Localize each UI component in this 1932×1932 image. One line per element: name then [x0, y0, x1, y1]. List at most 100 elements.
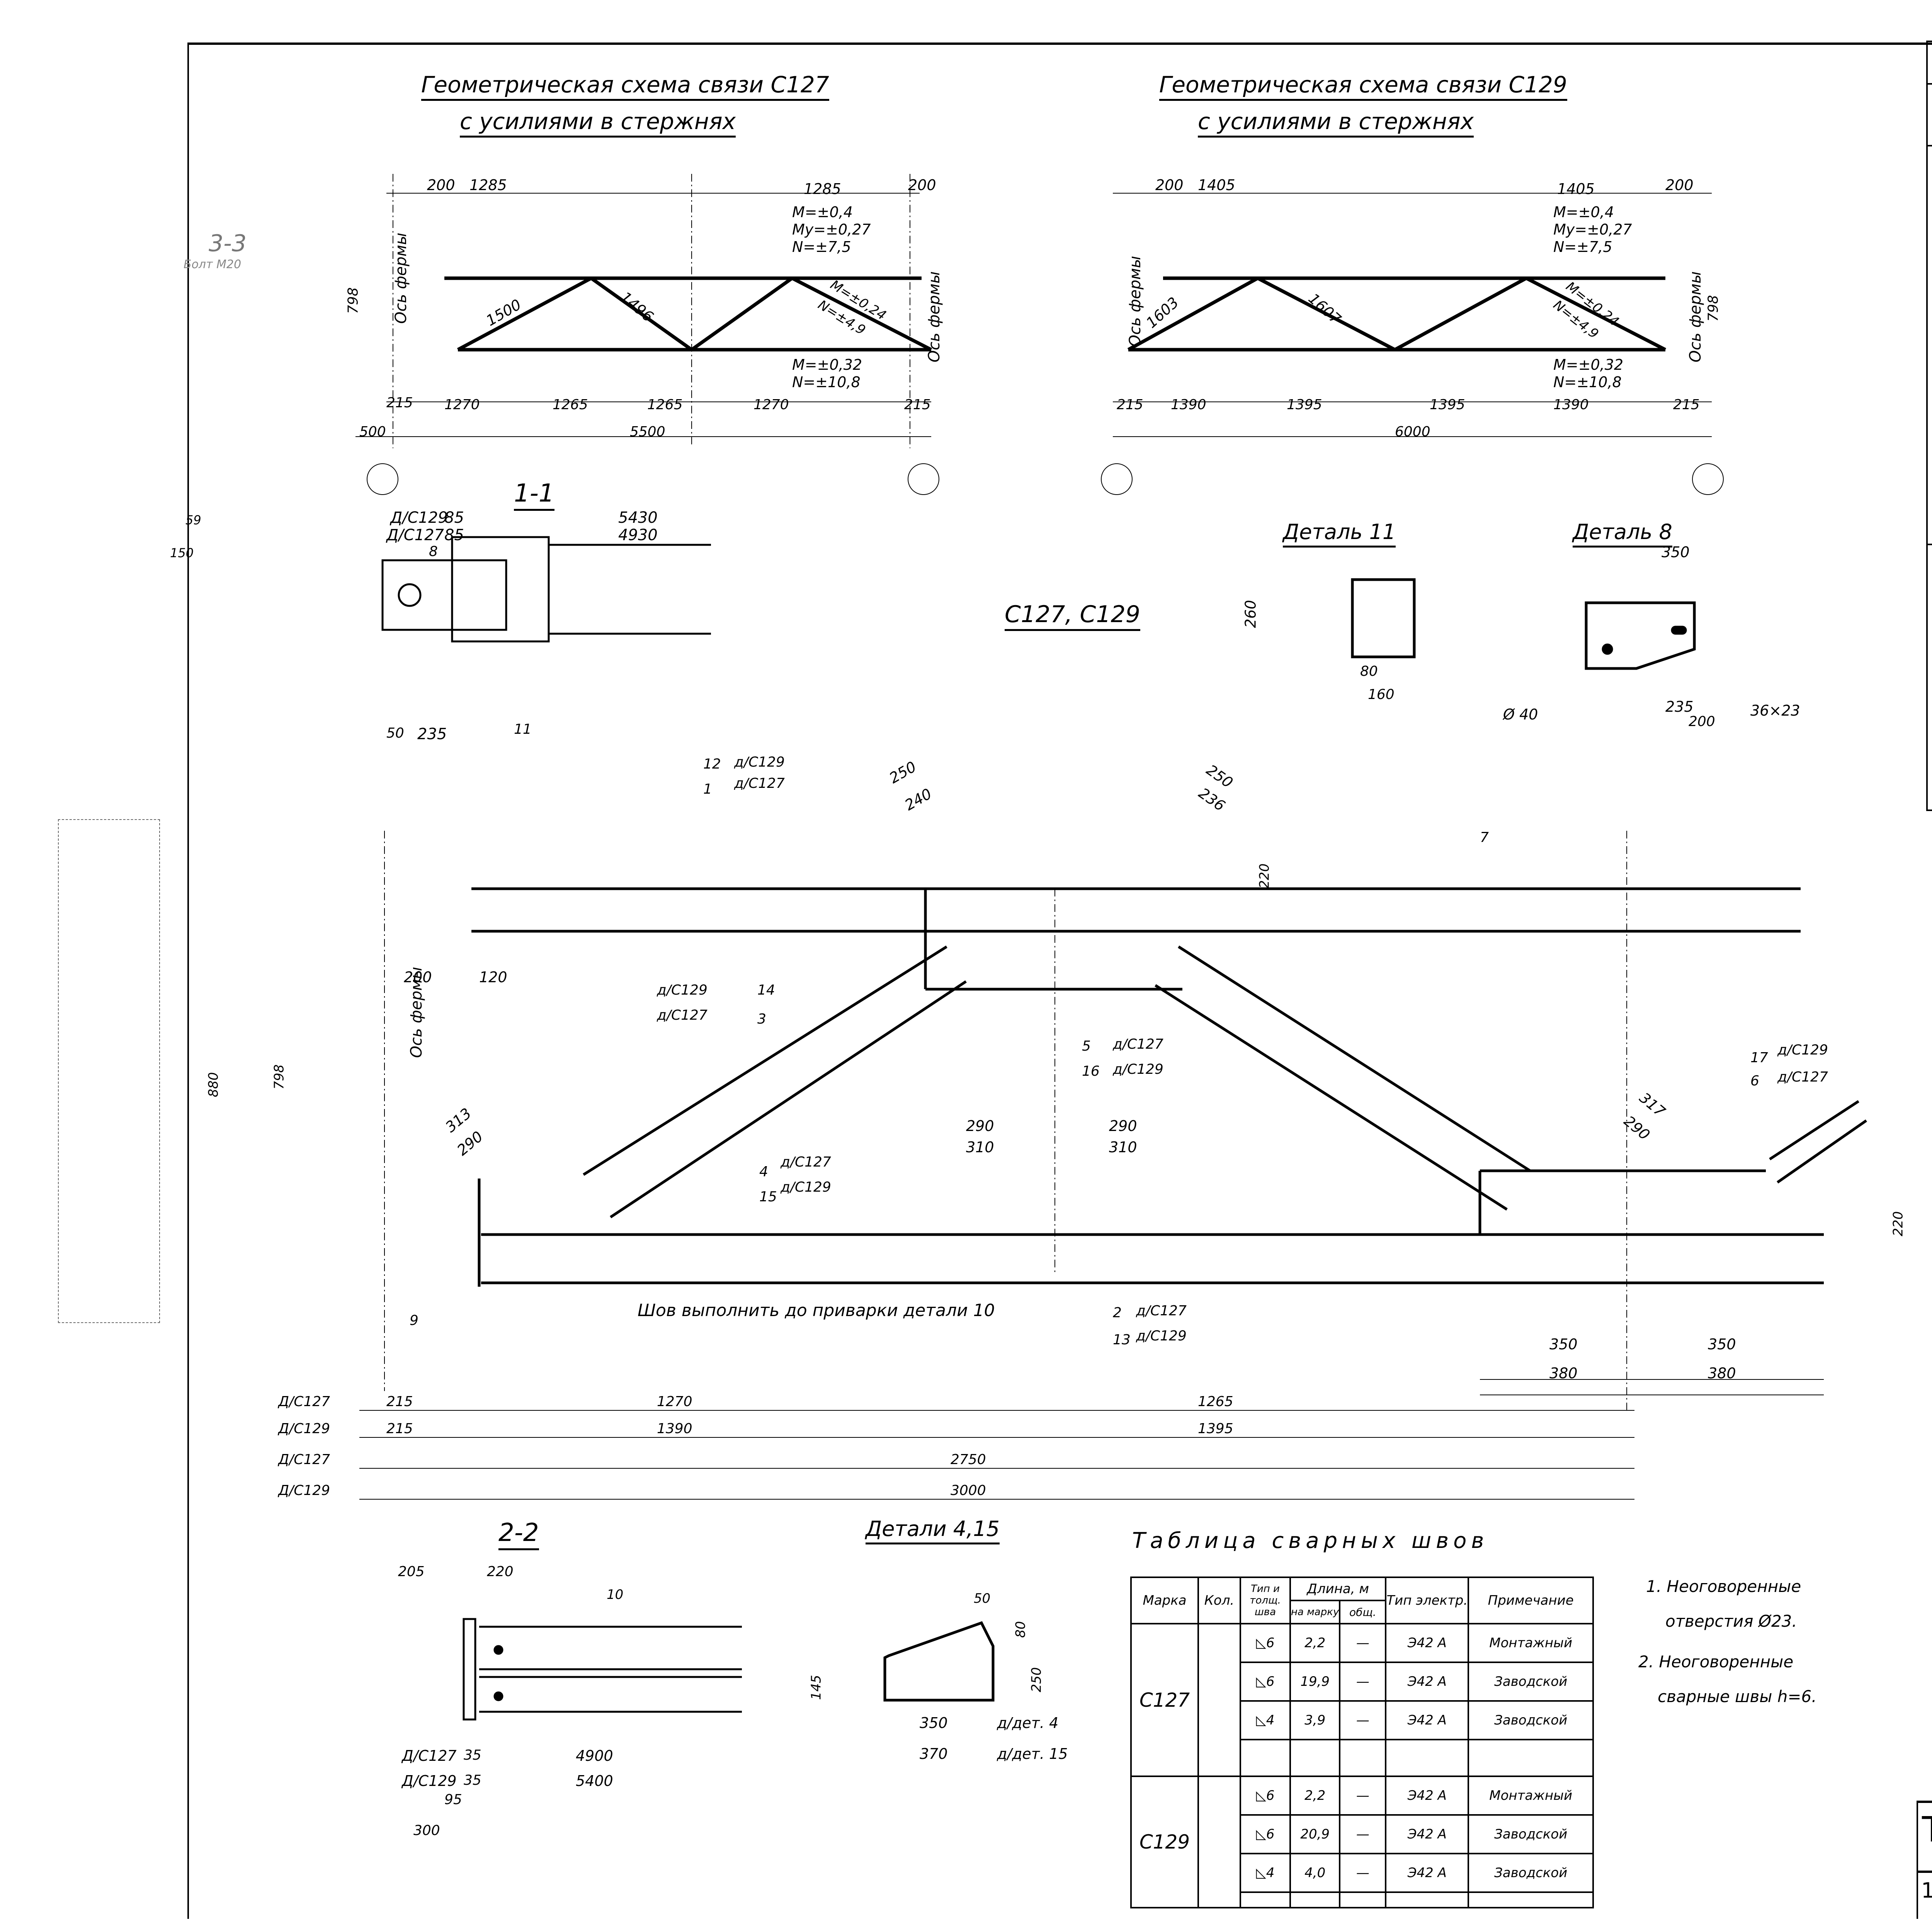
weld-total: —: [1339, 1814, 1387, 1854]
main-dim: 380: [1549, 1365, 1578, 1382]
welds-mark: С129: [1130, 1776, 1199, 1908]
scheme-c127-subtitle: с усилиями в стержнях: [460, 110, 736, 138]
scheme-c129-dim: 215: [1673, 397, 1700, 413]
detail-8-label: Деталь 8: [1573, 522, 1672, 548]
details-4-15-plate: [883, 1621, 995, 1702]
weld-type: ◺4: [1240, 1700, 1291, 1740]
weld-note: Монтажный: [1468, 1623, 1594, 1663]
weld-total: —: [1339, 1853, 1387, 1893]
section-1-1-dim: 4930: [618, 526, 658, 544]
section-2-2-mark: Д/С129: [402, 1772, 457, 1789]
table-row: ◺6 19,9 — Э42 А Заводской: [1131, 1662, 1594, 1702]
section-2-2-label: 2-2: [498, 1520, 539, 1550]
section-2-2-mark: Д/С127: [402, 1747, 457, 1764]
scheme-c127-dim: 200: [908, 177, 936, 194]
scheme-c129-dim: 1395: [1287, 397, 1322, 413]
main-dim: 310: [1109, 1139, 1137, 1156]
table-row: С129 ◺6 2,2 — Э42 А Монтажный: [1130, 1776, 1594, 1908]
org-cell: ТК 1977: [1917, 1803, 1932, 1919]
note-line: 1. Неоговоренные: [1646, 1577, 1801, 1596]
weld-total: —: [1339, 1623, 1387, 1663]
details-4-15-ref: д/дет. 15: [997, 1745, 1068, 1762]
callout-14-label: д/С129: [657, 982, 707, 998]
weld-type: ◺6: [1240, 1776, 1291, 1816]
main-vert-dim: 220: [1257, 863, 1272, 889]
section-2-2-dim: 205: [398, 1564, 425, 1580]
scheme-c127-force: N=±7,5: [792, 238, 851, 255]
weld-note: Заводской: [1468, 1853, 1594, 1893]
scheme-c129-dim: 1390: [1553, 397, 1589, 413]
section-1-1-dim: 235: [417, 725, 447, 743]
chain-dim: 2750: [951, 1452, 986, 1468]
callout-17-label: д/С129: [1777, 1042, 1828, 1058]
table-row: [1131, 1891, 1594, 1908]
welds-header-length: Длина, м: [1289, 1577, 1387, 1601]
welds-mark: С127: [1130, 1623, 1199, 1777]
truss-axis-label: Ось фермы: [1686, 271, 1704, 362]
weld-electrode: Э42 А: [1385, 1623, 1469, 1663]
scheme-c127-dim: 215: [904, 397, 931, 413]
detail-8-plate: [1585, 601, 1696, 670]
welds-header-total: общ.: [1339, 1600, 1387, 1624]
callout-5-label: д/С127: [1113, 1036, 1163, 1052]
scheme-c129-subtitle: с усилиями в стержнях: [1198, 110, 1474, 138]
callout-16: 16: [1082, 1063, 1100, 1079]
section-1-1-mark: Д/С127: [386, 526, 444, 544]
detail-8-slot: 36×23: [1750, 702, 1800, 719]
callout-5: 5: [1082, 1038, 1091, 1054]
section-2-2-dim: 4900: [576, 1747, 613, 1764]
callout-13: 13: [1113, 1332, 1131, 1348]
table-row: [1131, 1739, 1594, 1777]
table-row: С127 ◺6 2,2 — Э42 А Монтажный: [1130, 1623, 1594, 1777]
main-view-label: С127, С129: [1005, 603, 1140, 631]
scheme-c129-overall: 6000: [1395, 424, 1430, 440]
callout-12: 12: [703, 756, 721, 772]
callout-15: 15: [759, 1189, 777, 1205]
scheme-c129-truss: [1127, 276, 1667, 352]
scheme-c129-dim: 1405: [1557, 180, 1595, 197]
scheme-c127-title: Геометрическая схема связи С127: [421, 73, 829, 101]
scheme-c127-dim: 200: [427, 177, 455, 194]
callout-8: 8: [429, 544, 438, 560]
section-2-2-dim: 220: [487, 1564, 514, 1580]
spec-body: С1271L 90×851002–55,61113642L 90×849702–…: [1926, 145, 1932, 811]
scheme-c127-offset: 500: [359, 424, 386, 440]
callout-4: 4: [759, 1164, 768, 1180]
weld-note: Заводской: [1468, 1814, 1594, 1854]
section-3-3-note: Болт М20: [184, 258, 242, 271]
weld-type: ◺4: [1240, 1853, 1291, 1893]
callout-4-label: д/С127: [781, 1154, 831, 1170]
section-2-2-dim: 5400: [576, 1772, 613, 1789]
main-dim: 350: [1549, 1336, 1578, 1353]
weld-length: 3,9: [1289, 1700, 1341, 1740]
callout-1-label: д/С127: [734, 776, 785, 791]
section-1-1-label: 1-1: [514, 481, 554, 511]
scheme-c129-height: 798: [1705, 295, 1721, 322]
weld-length: 20,9: [1289, 1814, 1341, 1854]
scheme-c127-dim: 1285: [804, 180, 841, 197]
scheme-c129-dim: 1395: [1430, 397, 1465, 413]
callout-6: 6: [1750, 1073, 1759, 1089]
detail-11-dim: 160: [1368, 687, 1395, 702]
scheme-c129-force: M=±0,32: [1553, 356, 1624, 373]
scheme-c127-force: M=±0,32: [792, 356, 862, 373]
weld-electrode: Э42 А: [1385, 1700, 1469, 1740]
weld-instruction-note: Шов выполнить до приварки детали 10: [638, 1301, 995, 1320]
spec-group-mark: С127: [1926, 145, 1932, 545]
section-1-1-mark: Д/С129: [390, 509, 448, 527]
weld-note: Заводской: [1468, 1662, 1594, 1702]
scheme-c129-dim: 215: [1117, 397, 1143, 413]
weld-type: ◺6: [1240, 1623, 1291, 1663]
chain-mark: Д/С127: [278, 1452, 330, 1468]
callout-17: 17: [1750, 1050, 1768, 1066]
weld-note: Монтажный: [1468, 1776, 1594, 1816]
weld-electrode: Э42 А: [1385, 1776, 1469, 1816]
details-4-15-ref: д/дет. 4: [997, 1714, 1059, 1731]
detail-11-label: Деталь 11: [1283, 522, 1396, 548]
scheme-c127-force: My=±0,27: [792, 221, 871, 238]
truss-axis-label: Ось фермы: [392, 233, 410, 324]
details-4-15-dim: 80: [1013, 1621, 1029, 1638]
scheme-c129-title: Геометрическая схема связи С129: [1159, 73, 1567, 101]
